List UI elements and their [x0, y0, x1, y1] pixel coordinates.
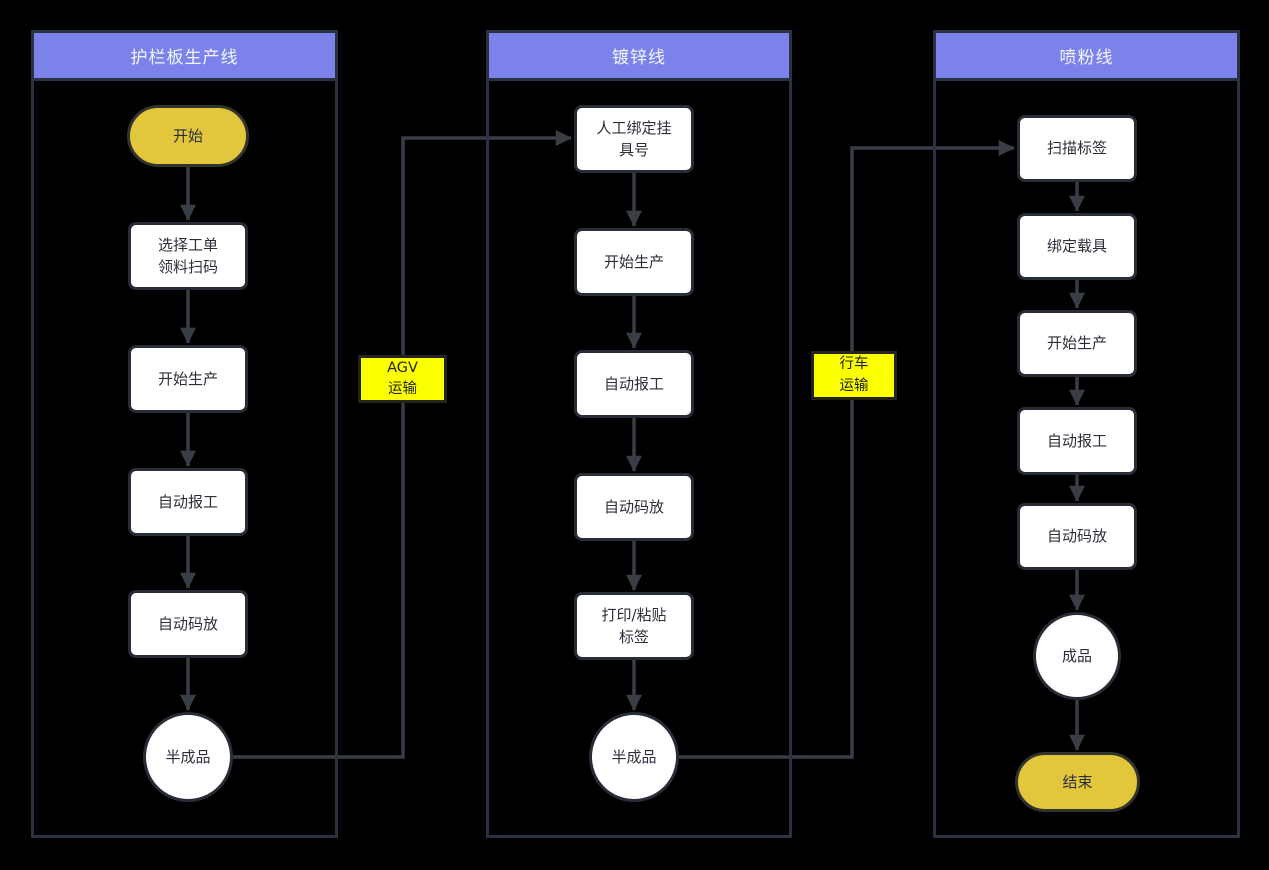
lane-header-3: 喷粉线 [936, 33, 1237, 81]
flow-node-auto-stack-3: 自动码放 [1017, 503, 1137, 570]
flow-node-finished-product: 成品 [1033, 612, 1121, 700]
flow-node-bind-carrier: 绑定载具 [1017, 213, 1137, 280]
flow-node-end: 结束 [1015, 752, 1140, 812]
flow-node-select-workorder-scan: 选择工单 领料扫码 [128, 222, 248, 290]
flow-node-auto-report-1: 自动报工 [128, 468, 248, 536]
flow-node-bind-hanger-number: 人工绑定挂 具号 [574, 105, 694, 173]
swimlane-1: 护栏板生产线 [31, 30, 338, 838]
flow-node-start: 开始 [127, 105, 249, 167]
flow-node-auto-stack-2: 自动码放 [574, 473, 694, 541]
flow-node-auto-stack-1: 自动码放 [128, 590, 248, 658]
flow-node-print-paste-label: 打印/粘贴 标签 [574, 592, 694, 660]
swimlane-3: 喷粉线 [933, 30, 1240, 838]
flow-node-auto-report-3: 自动报工 [1017, 407, 1137, 475]
flow-node-start-production-1: 开始生产 [128, 345, 248, 413]
transport-label-agv-transport: AGV 运输 [358, 355, 447, 403]
flow-node-scan-label: 扫描标签 [1017, 115, 1137, 182]
flow-node-start-production-3: 开始生产 [1017, 310, 1137, 377]
lane-header-1: 护栏板生产线 [34, 33, 335, 81]
flow-node-semi-finished-1: 半成品 [143, 712, 233, 802]
flow-node-start-production-2: 开始生产 [574, 228, 694, 296]
flow-node-auto-report-2: 自动报工 [574, 350, 694, 418]
swimlane-2: 镀锌线 [486, 30, 792, 838]
flow-node-semi-finished-2: 半成品 [589, 712, 679, 802]
transport-label-crane-transport: 行车 运输 [811, 351, 897, 400]
lane-header-2: 镀锌线 [489, 33, 789, 81]
